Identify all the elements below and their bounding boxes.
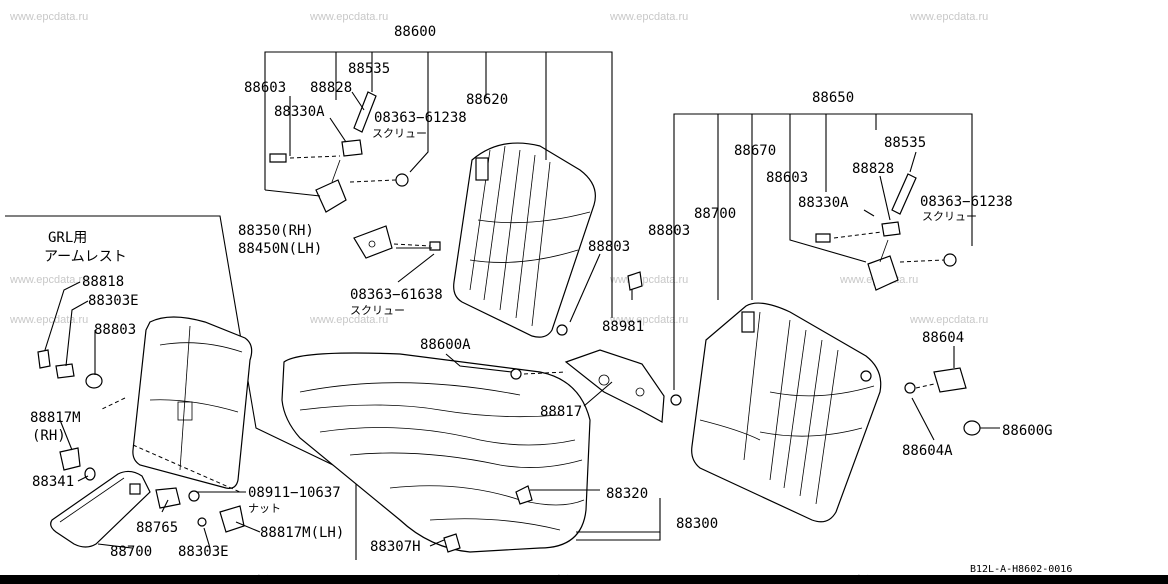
label-screw-right: スクリュー: [922, 210, 977, 223]
label-88600: 88600: [394, 24, 436, 40]
label-88828-left: 88828: [310, 80, 352, 96]
label-88803-inset: 88803: [94, 322, 136, 338]
svg-text:www.epcdata.ru: www.epcdata.ru: [9, 274, 88, 286]
label-88650: 88650: [812, 90, 854, 106]
right-leaders: [673, 113, 973, 441]
inset-leaders: [44, 281, 261, 549]
label-rh: (RH): [32, 428, 66, 444]
svg-text:www.epcdata.ru: www.epcdata.ru: [609, 274, 688, 286]
bottom-strip: [0, 575, 1168, 584]
left-leaders: [264, 51, 633, 323]
label-88603-left: 88603: [244, 80, 286, 96]
label-88330a-left: 88330A: [274, 104, 325, 120]
label-88350-rh: 88350(RH): [238, 223, 314, 239]
label-88803-middle: 88803: [588, 239, 630, 255]
label-88300: 88300: [676, 516, 718, 532]
svg-text:www.epcdata.ru: www.epcdata.ru: [309, 11, 388, 23]
label-screw-left: スクリュー: [372, 127, 427, 140]
svg-text:www.epcdata.ru: www.epcdata.ru: [9, 314, 88, 326]
bracket-88817-drawing: [510, 349, 682, 423]
label-88604a: 88604A: [902, 443, 953, 459]
label-88803-right: 88803: [648, 223, 690, 239]
svg-text:www.epcdata.ru: www.epcdata.ru: [909, 11, 988, 23]
label-88600a: 88600A: [420, 337, 471, 353]
label-88535-right: 88535: [884, 135, 926, 151]
label-88603-right: 88603: [766, 170, 808, 186]
inset-seatback-drawing: [99, 316, 253, 493]
inset-armrest-drawing: [37, 349, 245, 548]
svg-text:www.epcdata.ru: www.epcdata.ru: [9, 11, 88, 23]
right-seatbelt-drawing: [815, 173, 957, 291]
label-88981: 88981: [602, 319, 644, 335]
label-08363-61238-left: 08363−61238: [374, 110, 467, 126]
label-88818: 88818: [82, 274, 124, 290]
label-88828-right: 88828: [852, 161, 894, 177]
inset-subtitle: アームレスト: [44, 249, 127, 265]
label-88670: 88670: [734, 143, 776, 159]
label-88700-inset: 88700: [110, 544, 152, 560]
left-seatback-drawing: [453, 142, 596, 338]
label-88700-right: 88700: [694, 206, 736, 222]
inset-title: GRL用: [48, 230, 87, 246]
label-88307h: 88307H: [370, 539, 421, 555]
clip-88981-drawing: [627, 271, 643, 291]
label-88620: 88620: [466, 92, 508, 108]
inset-frame: [5, 215, 357, 560]
seat-cushion-drawing: [281, 352, 591, 553]
label-08911-10637: 08911−10637: [248, 485, 341, 501]
label-88817m-rh: 88817M: [30, 410, 81, 426]
label-88817: 88817: [540, 404, 582, 420]
svg-text:www.epcdata.ru: www.epcdata.ru: [609, 314, 688, 326]
label-88450n-lh: 88450N(LH): [238, 241, 322, 257]
label-88303e-top: 88303E: [88, 293, 139, 309]
left-seatbelt-drawing: [269, 91, 409, 213]
seat-leaders: [429, 353, 661, 547]
label-88535-left: 88535: [348, 61, 390, 77]
label-88303e-bottom: 88303E: [178, 544, 229, 560]
label-88604: 88604: [922, 330, 964, 346]
hinge-88604-drawing: [904, 367, 1000, 436]
label-88765: 88765: [136, 520, 178, 536]
label-88320: 88320: [606, 486, 648, 502]
svg-text:www.epcdata.ru: www.epcdata.ru: [609, 11, 688, 23]
bracket-88350-drawing: [353, 225, 441, 259]
label-88817m-lh: 88817M(LH): [260, 525, 344, 541]
watermarks: www.epcdata.ru www.epcdata.ru www.epcdat…: [9, 11, 988, 584]
label-08363-61638: 08363−61638: [350, 287, 443, 303]
label-screw-middle: スクリュー: [350, 304, 405, 317]
label-88330a-right: 88330A: [798, 195, 849, 211]
label-88600g: 88600G: [1002, 423, 1053, 439]
diagram-code: B12L-A-H8602-0016: [970, 564, 1072, 575]
label-nut: ナット: [248, 502, 281, 515]
label-08363-61238-right: 08363−61238: [920, 194, 1013, 210]
clip-88307h-drawing: [443, 533, 461, 553]
svg-text:www.epcdata.ru: www.epcdata.ru: [309, 314, 388, 326]
right-seatback-drawing: [691, 302, 882, 523]
svg-text:www.epcdata.ru: www.epcdata.ru: [909, 314, 988, 326]
label-88341: 88341: [32, 474, 74, 490]
